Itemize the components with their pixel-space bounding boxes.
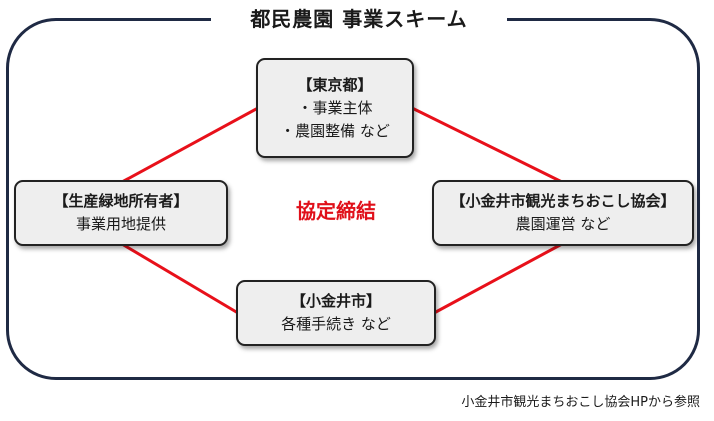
node-tokyo-line-1: ・事業主体: [297, 98, 373, 117]
node-koganei-city-heading: 【小金井市】: [290, 292, 381, 310]
node-tokyo-heading: 【東京都】: [297, 75, 373, 94]
node-tourism-association-line-1: 農園運営 など: [515, 215, 611, 233]
connector-city-kanko: [433, 242, 563, 315]
connector-owner-city: [121, 242, 239, 315]
node-land-owner: 【生産緑地所有者】 事業用地提供: [14, 180, 228, 246]
node-tourism-association-heading: 【小金井市観光まちおこし協会】: [450, 192, 676, 210]
node-land-owner-line-1: 事業用地提供: [75, 215, 166, 233]
source-footnote: 小金井市観光まちおこし協会HPから参照: [461, 395, 700, 410]
node-koganei-city-line-1: 各種手続き など: [281, 315, 391, 333]
node-tokyo-line-2: ・農園整備 など: [280, 121, 390, 140]
node-tokyo: 【東京都】 ・事業主体 ・農園整備 など: [256, 58, 414, 158]
agreement-label: 協定締結: [296, 199, 376, 223]
node-tourism-association: 【小金井市観光まちおこし協会】 農園運営 など: [432, 180, 694, 246]
node-land-owner-heading: 【生産緑地所有者】: [53, 192, 189, 210]
node-koganei-city: 【小金井市】 各種手続き など: [236, 280, 436, 346]
connector-owner-tokyo: [121, 106, 259, 184]
diagram-title: 都民農園 事業スキーム: [211, 4, 507, 34]
connector-tokyo-kanko: [411, 106, 563, 184]
